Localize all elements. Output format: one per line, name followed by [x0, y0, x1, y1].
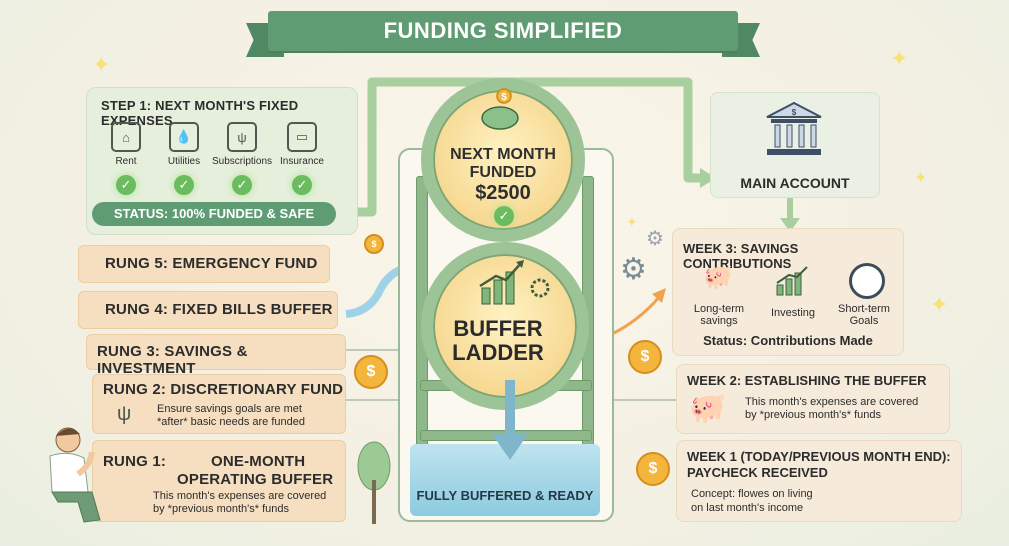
next-month-line2: FUNDED — [469, 164, 537, 181]
svg-text:$: $ — [792, 108, 797, 117]
sparkle-icon: ✦ — [92, 52, 111, 77]
week1-heading-a: WEEK 1 (TODAY/PREVIOUS MONTH END): — [687, 449, 951, 464]
title-banner: FUNDING SIMPLIFIED — [246, 11, 760, 57]
main-account-label: MAIN ACCOUNT — [740, 175, 850, 191]
water-drop-icon: 💧 — [169, 122, 199, 152]
week3-item: Investing — [753, 307, 833, 319]
week3-heading: WEEK 3: SAVINGS CONTRIBUTIONS — [683, 241, 799, 271]
rung-1-line2: by *previous month's* funds — [153, 503, 290, 515]
rung-5: RUNG 5: EMERGENCY FUND — [78, 245, 330, 283]
expense-label: Subscriptions — [211, 156, 273, 167]
bar-growth-icon — [776, 266, 808, 296]
expense-label: Rent — [115, 156, 137, 167]
rung-1-title-c: OPERATING BUFFER — [177, 471, 334, 488]
house-icon: ⌂ — [111, 122, 141, 152]
next-month-amount: $2500 — [475, 182, 531, 204]
rung-2-line2: *after* basic needs are funded — [157, 416, 305, 428]
main-account-card: $ MAIN ACCOUNT — [710, 92, 880, 198]
check-icon: ✓ — [116, 175, 136, 195]
expense-item-insurance: ▭ Insurance ✓ — [271, 122, 333, 195]
week3-item-line: savings — [700, 315, 738, 327]
rung-1-line1: This month's expenses are covered — [153, 490, 327, 502]
week3-panel: WEEK 3: SAVINGS CONTRIBUTIONS 🐖 Long-ter… — [672, 228, 904, 356]
bank-icon: $ — [766, 101, 822, 155]
water-label: FULLY BUFFERED & READY — [416, 488, 594, 503]
rung-1: RUNG 1: ONE-MONTH OPERATING BUFFER This … — [92, 440, 346, 522]
week2-panel: WEEK 2: ESTABLISHING THE BUFFER 🐖 This m… — [676, 364, 950, 434]
week1-heading-b: PAYCHECK RECEIVED — [687, 465, 828, 480]
piggy-bank-icon: 🐖 — [703, 264, 733, 291]
sparkle-icon: ✦ — [890, 46, 909, 71]
week3-item: Short-term Goals — [829, 303, 899, 327]
gear-icon: ⚙ — [646, 228, 664, 250]
sparkle-icon: ✦ — [930, 292, 949, 317]
rung-3-label: RUNG 3: SAVINGS & INVESTMENT — [97, 343, 248, 377]
week3-status: Status: Contributions Made — [703, 333, 873, 348]
coin-icon: $ — [628, 340, 662, 374]
tree-illustration — [357, 441, 391, 524]
sparkle-icon: ✦ — [626, 214, 638, 230]
utensils-icon: ψ — [227, 122, 257, 152]
week3-item-line: Long-term — [693, 303, 745, 315]
week1-line1: Concept: flowes on living — [691, 488, 813, 500]
expense-item-subscriptions: ψ Subscriptions ✓ — [211, 122, 273, 195]
week3-item-line: Investing — [770, 307, 816, 319]
week2-heading: WEEK 2: ESTABLISHING THE BUFFER — [687, 373, 927, 388]
rung-5-label: RUNG 5: EMERGENCY FUND — [105, 255, 318, 272]
week1-line2: on last month's income — [691, 502, 804, 514]
coin-icon: $ — [364, 234, 384, 254]
week1-panel: WEEK 1 (TODAY/PREVIOUS MONTH END): PAYCH… — [676, 440, 962, 522]
expense-item-utilities: 💧 Utilities ✓ — [153, 122, 215, 195]
next-month-line1: NEXT MONTH — [450, 146, 556, 163]
person-illustration — [49, 427, 101, 523]
piggy-bank-icon: 🐖 — [689, 392, 727, 425]
utensils-icon: ψ — [117, 403, 132, 425]
coin-icon: $ — [636, 452, 670, 486]
rung-3: RUNG 3: SAVINGS & INVESTMENT — [86, 334, 346, 377]
step1-heading: STEP 1: NEXT MONTH'S FIXED EXPENSES — [101, 98, 299, 128]
buffer-line1: BUFFER — [453, 316, 543, 341]
rung-4-label: RUNG 4: FIXED BILLS BUFFER — [105, 301, 333, 318]
expense-label: Insurance — [280, 156, 324, 167]
rung-1-title-b: ONE-MONTH — [211, 453, 306, 470]
week2-line2: by *previous month's* funds — [745, 409, 882, 421]
growth-chart-icon — [476, 258, 556, 308]
stopwatch-icon — [849, 263, 885, 299]
rung-4: RUNG 4: FIXED BILLS BUFFER — [78, 291, 338, 329]
check-icon: ✓ — [292, 175, 312, 195]
down-arrow-icon — [492, 380, 528, 460]
rung-2-line1: Ensure savings goals are met — [157, 403, 302, 415]
expense-label: Utilities — [167, 156, 201, 167]
sparkle-icon: ✦ — [914, 170, 928, 187]
rung-1-title-a: RUNG 1: — [103, 453, 167, 470]
week3-item-line: Short-term — [838, 303, 890, 315]
rung-2-title: RUNG 2: DISCRETIONARY FUND — [103, 381, 344, 398]
gear-icon: ⚙ — [620, 253, 647, 286]
water-pool — [410, 444, 600, 516]
check-icon: ✓ — [494, 206, 514, 226]
buffer-line2: LADDER — [452, 340, 544, 365]
step1-status-badge: STATUS: 100% FUNDED & SAFE — [92, 202, 336, 226]
car-icon: ▭ — [287, 122, 317, 152]
rung-2: RUNG 2: DISCRETIONARY FUND ψ Ensure savi… — [92, 374, 346, 434]
coin-icon: $ — [354, 355, 388, 389]
check-icon: ✓ — [174, 175, 194, 195]
week3-item-line: Goals — [849, 315, 879, 327]
check-icon: ✓ — [232, 175, 252, 195]
expense-item-rent: ⌂ Rent ✓ — [95, 122, 157, 195]
page-title: FUNDING SIMPLIFIED — [383, 18, 623, 43]
week3-item: Long-term savings — [679, 303, 759, 327]
svg-text:$: $ — [501, 92, 507, 103]
week2-line1: This month's expenses are covered — [745, 396, 919, 408]
piggy-bank-icon: $ — [476, 88, 526, 132]
